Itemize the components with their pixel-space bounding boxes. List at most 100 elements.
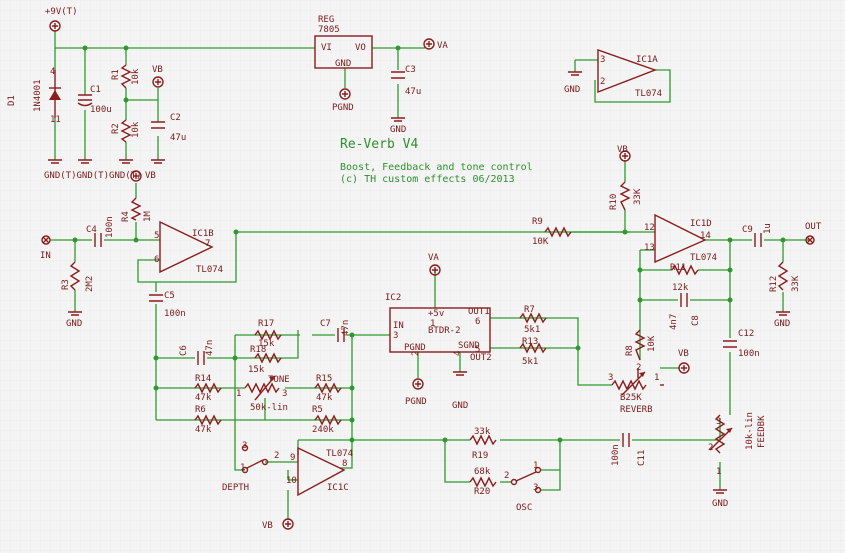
label-osc-pin2: 2 (504, 471, 509, 481)
label-ic2-pgnd: PGND (404, 343, 426, 353)
label-gnd-c3: GND (390, 125, 406, 135)
diode-d1 (49, 70, 61, 118)
vb-supply-symbol-c2 (152, 76, 164, 88)
label-reverb-name: B25K (620, 393, 642, 403)
label-r19-name: R19 (472, 451, 488, 461)
label-tone-value: 50k-lin (250, 403, 288, 413)
resistor-r20 (469, 476, 497, 488)
label-c7-value: 47n (341, 320, 351, 336)
capacitor-c3 (391, 71, 405, 79)
label-r3-value: 2M2 (85, 276, 95, 292)
capacitor-c11 (622, 433, 630, 447)
label-in-label: IN (40, 251, 51, 261)
vb-supply-symbol-r10 (619, 150, 631, 162)
label-feedbk-pin2: 2 (708, 443, 713, 453)
label-depth-name: DEPTH (222, 483, 249, 493)
label-r12-name: R12 (769, 276, 779, 292)
resistor-r3 (69, 261, 81, 291)
label-ic2-pin1: 1 (430, 319, 435, 329)
resistor-r19 (469, 434, 497, 446)
label-reverb-pin1: 1 (654, 373, 659, 383)
label-ic2-value: BTDR-2 (428, 326, 461, 336)
label-gnd-ic2: GND (452, 401, 468, 411)
labels: Re-Verb V4 Boost, Feedback and tone cont… (340, 137, 533, 185)
label-c9-value: 1u (763, 223, 773, 234)
label-pgnd-reg: PGND (332, 103, 354, 113)
opamp-ic1a (597, 49, 658, 94)
label-ic1c-pin8: 8 (342, 459, 347, 469)
label-ic1d-pin12: 12 (644, 223, 655, 233)
resistor-r18 (254, 352, 282, 364)
label-feedbk-name: FEEDBK (757, 415, 767, 448)
label-ic1c-pin10: 10 (286, 476, 297, 486)
label-depth-pin1: 1 (240, 463, 245, 473)
label-ic1c-pin9: 9 (290, 453, 295, 463)
label-r6-name: R6 (195, 405, 206, 415)
label-c6-name: C6 (179, 345, 189, 356)
switch-osc (510, 466, 542, 494)
label-c12-name: C12 (738, 329, 754, 339)
resistor-r17 (254, 329, 282, 341)
potentiometer-feedbk (709, 414, 733, 454)
label-pgnd-ic2: PGND (405, 397, 427, 407)
label-feedbk-pin3: 3 (716, 417, 721, 427)
capacitor-c2 (151, 121, 165, 129)
label-c5-name: C5 (164, 291, 175, 301)
label-r19-value: 33k (474, 427, 491, 437)
potentiometer-reverb (611, 368, 664, 396)
resistor-r13 (519, 342, 547, 354)
label-c4-name: C4 (86, 225, 97, 235)
opamp-ic1b (159, 220, 214, 274)
label-r4-name: R4 (121, 211, 131, 222)
label-gnd-feedbk: GND (712, 499, 728, 509)
va-supply-symbol-ic2 (429, 264, 441, 276)
label-c12-value: 100n (738, 349, 760, 359)
capacitor-c12 (723, 340, 737, 348)
label-c4-value: 100n (105, 216, 115, 238)
label-ic1b-pin6: 6 (154, 255, 159, 265)
capacitor-c8 (680, 293, 688, 307)
output-jack-symbol (805, 235, 815, 245)
label-r11-value: 12k (672, 283, 689, 293)
label-ic1b-pin7: 7 (205, 239, 210, 249)
label-c3-name: C3 (405, 65, 416, 75)
label-r12-value: 33K (791, 275, 801, 292)
label-pin-4: 4 (50, 67, 55, 77)
label-ic1d-pin14: 14 (700, 231, 711, 241)
label-osc-name: OSC (516, 503, 532, 513)
label-r5-name: R5 (312, 405, 323, 415)
label-c9-name: C9 (742, 225, 753, 235)
label-reg-vi: VI (321, 43, 332, 53)
label-r2-value: 10k (131, 121, 141, 138)
label-ic1a-value: TL074 (635, 89, 662, 99)
label-r15-name: R15 (316, 374, 332, 384)
resistor-r15 (314, 382, 342, 394)
potentiometer-tone (244, 375, 280, 401)
vb-supply-symbol-ic1c (282, 518, 294, 530)
label-r8-name: R8 (625, 345, 635, 356)
label-va-ic2: VA (428, 253, 439, 263)
ic2-btdr-2 (389, 307, 491, 353)
capacitor-c4 (94, 233, 102, 247)
label-ic1a-pin2: 2 (600, 77, 605, 87)
label-r9-value: 10K (532, 237, 549, 247)
supply-9v-symbol (49, 20, 61, 32)
label-r17-value: 15k (258, 339, 275, 349)
label-osc-pin1: 1 (533, 461, 538, 471)
label-ic2-pin6: 6 (475, 317, 480, 327)
label-r17-name: R17 (258, 319, 274, 329)
label-tone-name: TONE (268, 375, 290, 385)
label-ic2-in: IN (393, 321, 404, 331)
label-vb-1: VB (152, 65, 163, 75)
label-reverb-pin2: 2 (636, 363, 641, 373)
label-gnd-r3: GND (66, 319, 82, 329)
resistor-r1 (120, 64, 132, 89)
label-r18-value: 15k (248, 365, 265, 375)
label-c8-name: C8 (691, 315, 701, 326)
label-r6-value: 47k (195, 425, 212, 435)
pgnd-symbol-reg (339, 88, 351, 100)
label-r15-value: 47k (316, 393, 333, 403)
label-r9-name: R9 (532, 217, 543, 227)
pgnd-symbol-ic2 (412, 378, 424, 390)
